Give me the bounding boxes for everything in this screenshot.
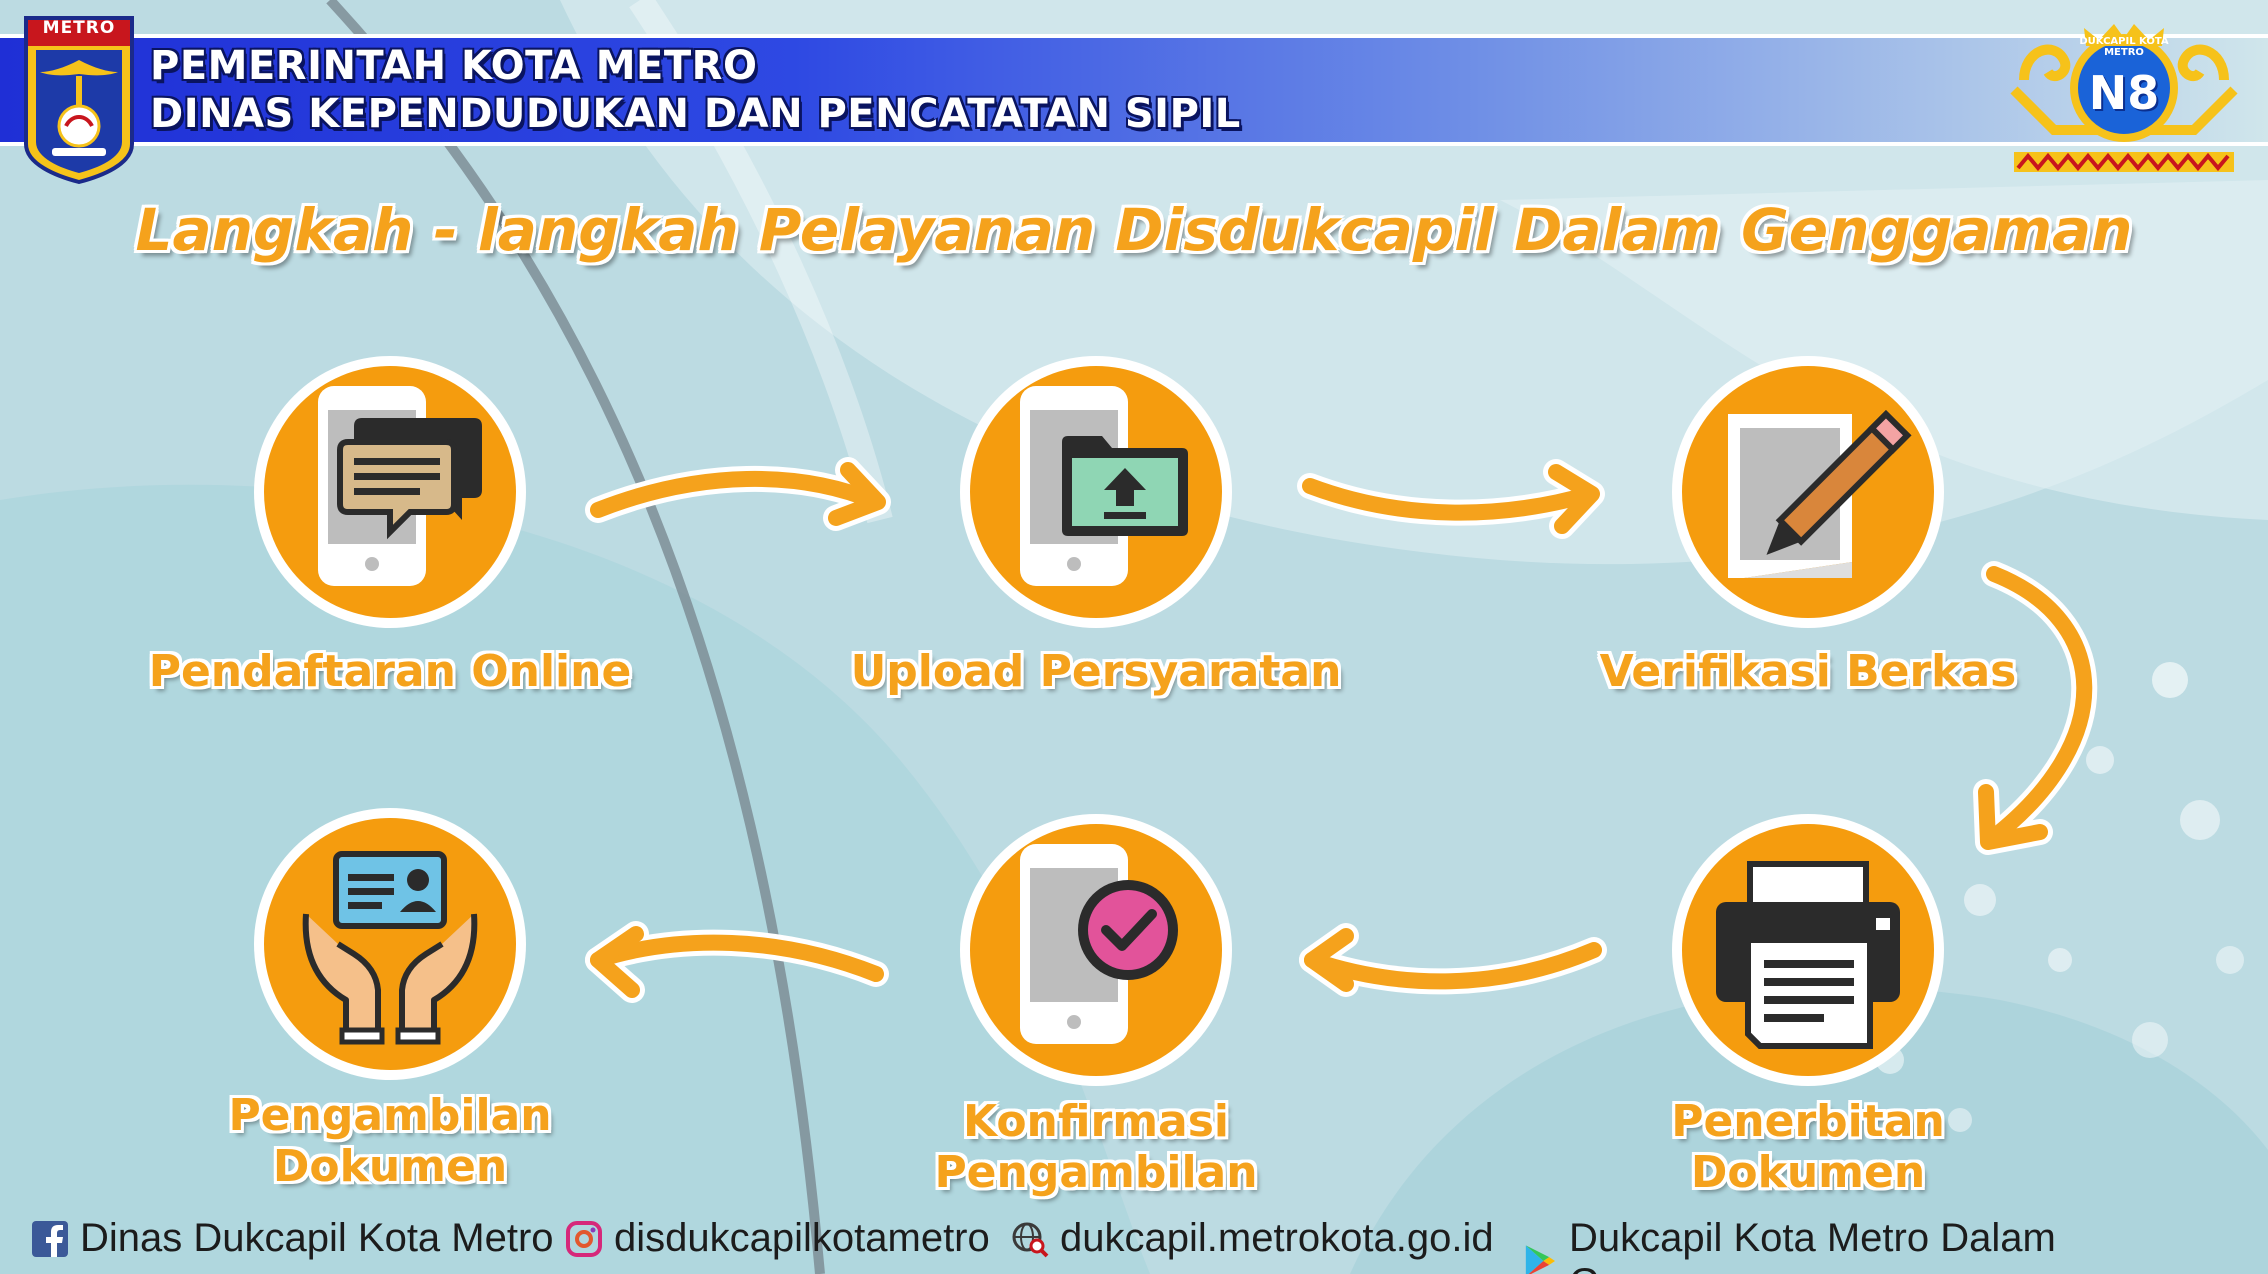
footer-website[interactable]: dukcapil.metrokota.go.id <box>1010 1216 1494 1261</box>
globe-search-icon <box>1012 1222 1049 1257</box>
step-pengambilan-dokumen <box>250 804 530 1084</box>
footer-playstore-text: Dukcapil Kota Metro Dalam Genggaman <box>1568 1216 2056 1274</box>
step-verifikasi-berkas <box>1668 352 1948 632</box>
document-pen-icon <box>1728 409 1912 578</box>
step-label-verifikasi-berkas: Verifikasi Berkas <box>1599 646 2017 697</box>
header-title: PEMERINTAH KOTA METRO DINAS KEPENDUDUKAN… <box>150 42 1241 138</box>
footer-facebook[interactable]: Dinas Dukcapil Kota Metro <box>30 1216 554 1261</box>
step-label-konfirmasi-pengambilan: Konfirmasi Pengambilan <box>934 1096 1258 1198</box>
instagram-icon <box>566 1220 602 1257</box>
hands-id-card-icon <box>302 851 478 1045</box>
google-play-icon <box>1525 1245 1556 1274</box>
phone-chat-icon <box>318 386 482 586</box>
header-line-2: DINAS KEPENDUDUKAN DAN PENCATATAN SIPIL <box>150 91 1241 137</box>
logo-arc-text: DUKCAPIL KOTA METRO <box>2079 36 2169 58</box>
step-upload-persyaratan <box>956 352 1236 632</box>
footer-instagram-text: disdukcapilkotametro <box>614 1216 990 1260</box>
footer-instagram[interactable]: disdukcapilkotametro <box>564 1216 990 1261</box>
n8-dukcapil-logo-icon <box>2010 24 2238 172</box>
footer-bar: Dinas Dukcapil Kota Metro disdukcapilkot… <box>0 1196 2268 1274</box>
emblem-label: METRO <box>42 18 116 38</box>
step-label-pengambilan-dokumen: Pengambilan Dokumen <box>228 1090 552 1192</box>
printer-icon <box>1716 861 1900 1049</box>
step-penerbitan-dokumen <box>1668 810 1948 1090</box>
footer-playstore[interactable]: Dukcapil Kota Metro Dalam Genggaman <box>1520 1216 2268 1274</box>
step-label-pendaftaran-online: Pendaftaran Online <box>148 646 632 697</box>
facebook-icon <box>32 1220 68 1257</box>
page-title: Langkah - langkah Pelayanan Disdukcapil … <box>135 196 2133 264</box>
phone-check-icon <box>1020 844 1178 1044</box>
header-line-1: PEMERINTAH KOTA METRO <box>150 43 758 89</box>
step-label-penerbitan-dokumen: Penerbitan Dokumen <box>1671 1096 1945 1198</box>
footer-facebook-text: Dinas Dukcapil Kota Metro <box>80 1216 554 1260</box>
logo-text: N8 <box>2088 66 2160 120</box>
header-bar <box>0 34 2268 146</box>
footer-website-text: dukcapil.metrokota.go.id <box>1060 1216 1494 1260</box>
step-label-upload-persyaratan: Upload Persyaratan <box>850 646 1342 697</box>
phone-upload-folder-icon <box>1020 386 1188 586</box>
kota-metro-emblem-icon <box>24 16 134 184</box>
step-pendaftaran-online <box>250 352 530 632</box>
step-konfirmasi-pengambilan <box>956 810 1236 1090</box>
